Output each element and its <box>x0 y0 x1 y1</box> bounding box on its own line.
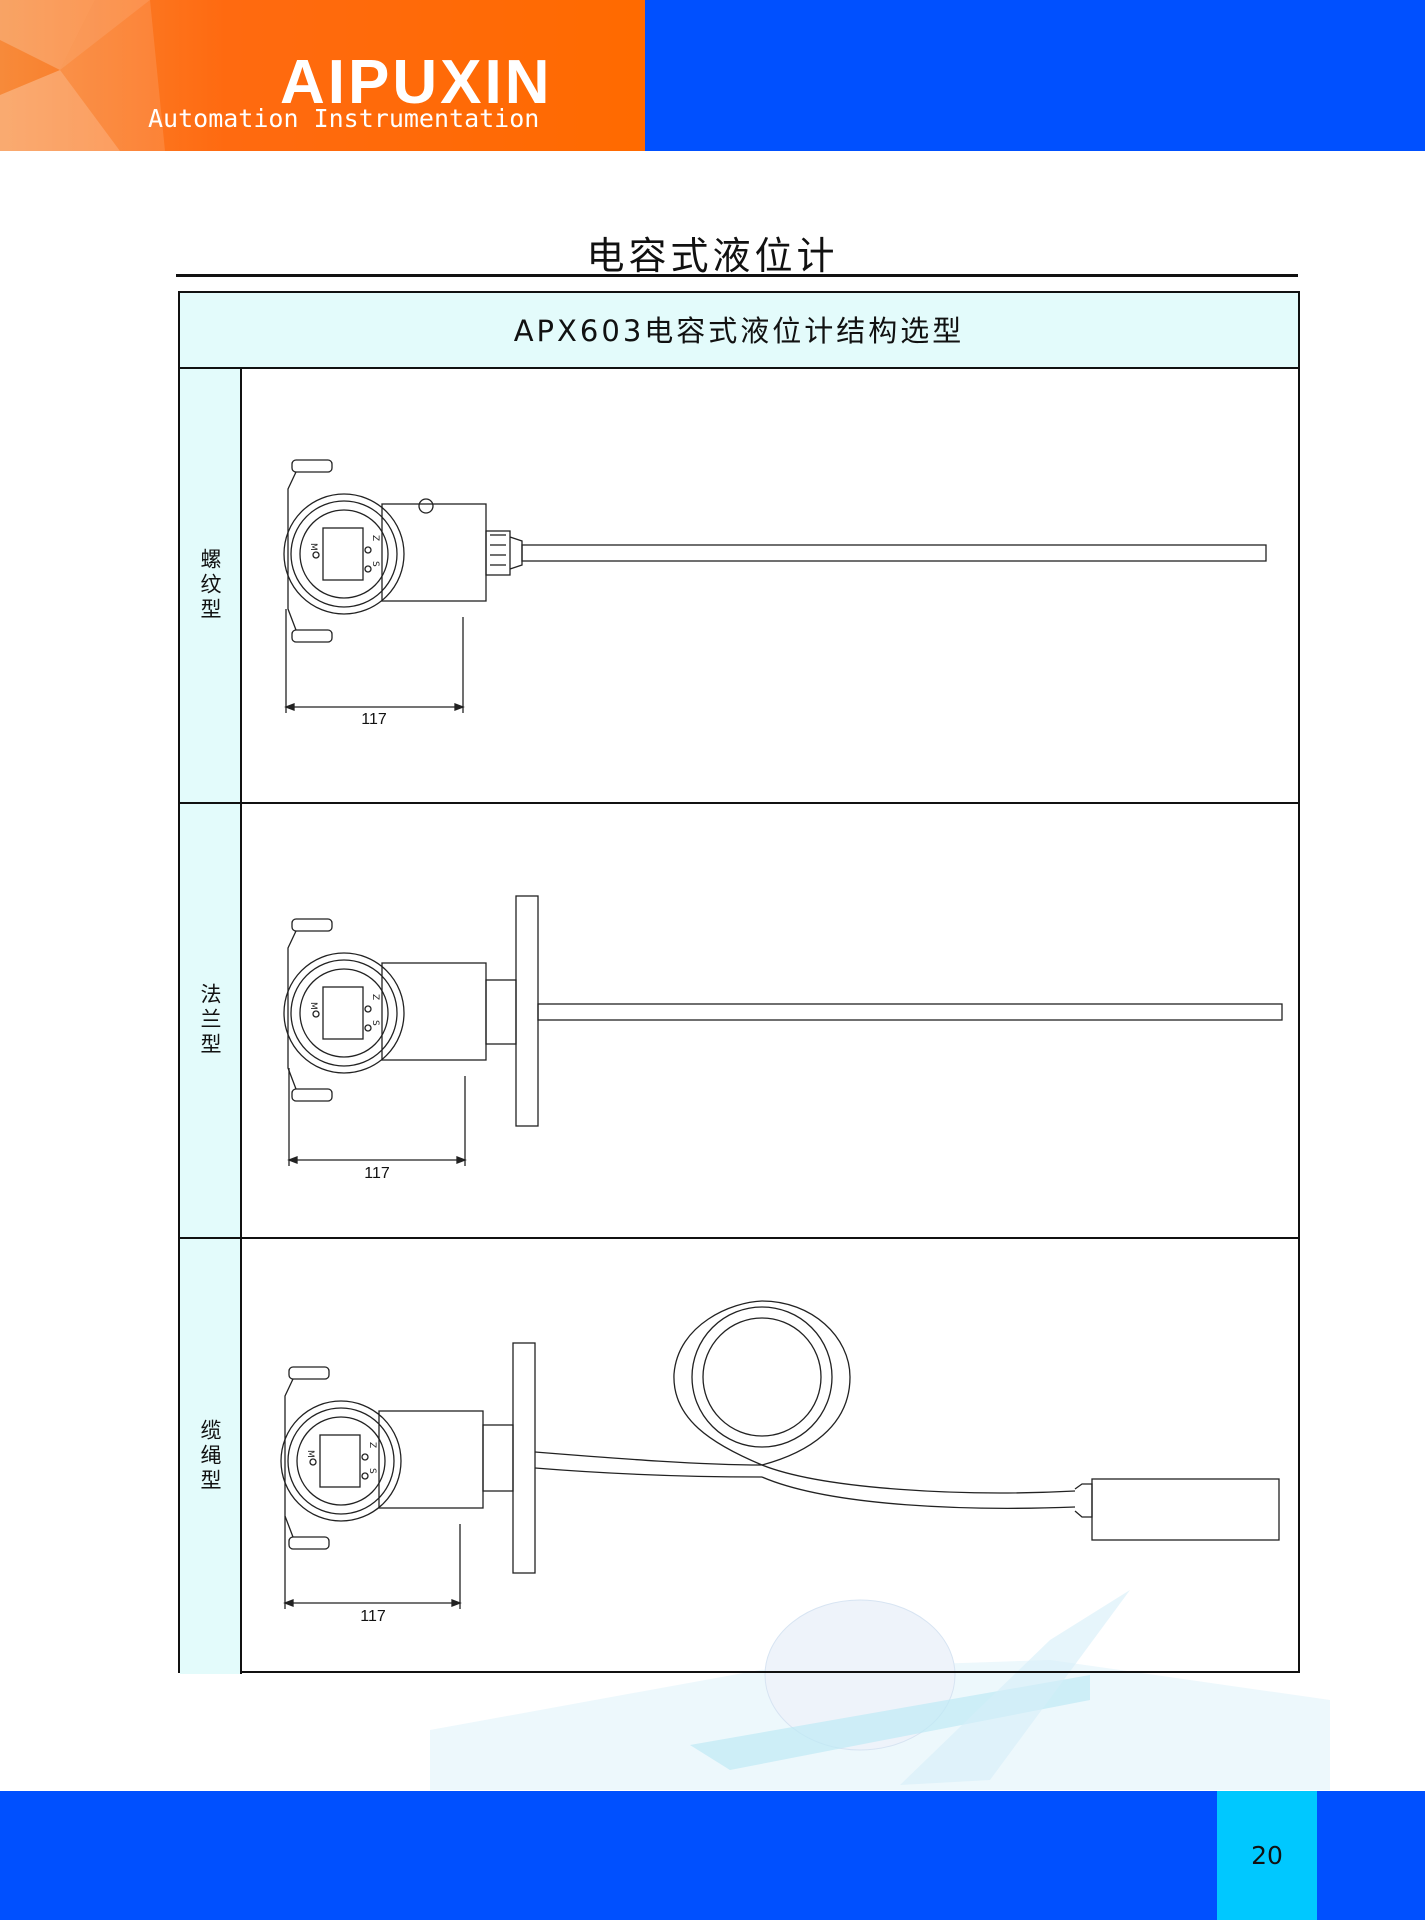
table-row-flange: 法兰型 M Z S <box>180 804 1298 1239</box>
threaded-connection <box>485 530 523 576</box>
transmitter-housing: M Z S <box>283 918 487 1102</box>
mark-z: Z <box>367 1442 377 1448</box>
dimension-label: 117 <box>364 1165 390 1182</box>
footer-bar: 20 <box>0 1791 1425 1920</box>
row-label: 螺纹型 <box>180 369 242 802</box>
transmitter-housing: M Z S <box>283 459 487 643</box>
mark-z: Z <box>370 535 380 541</box>
row-label-text: 缆绳型 <box>198 1419 222 1494</box>
flange-plate <box>515 895 539 1127</box>
page-number: 20 <box>1217 1791 1317 1920</box>
table-row-threaded: 螺纹型 M Z S <box>180 369 1298 804</box>
dimension-label: 117 <box>361 711 387 728</box>
flange-plate <box>512 1342 536 1574</box>
table-heading: APX603电容式液位计结构选型 <box>180 293 1298 369</box>
dimension-line <box>283 1516 462 1609</box>
row-label-text: 法兰型 <box>198 983 222 1058</box>
probe-rod <box>521 544 1267 562</box>
threaded-type-drawing: M Z S <box>242 369 1298 802</box>
row-label: 缆绳型 <box>180 1239 242 1674</box>
mark-z: Z <box>370 994 380 1000</box>
flange-type-drawing: M Z S 117 <box>242 804 1298 1237</box>
brand-facet-pattern <box>0 0 165 151</box>
mark-s: S <box>370 1020 380 1026</box>
structure-selection-table: APX603电容式液位计结构选型 螺纹型 M Z S <box>178 291 1300 1674</box>
flange-neck <box>485 979 517 1045</box>
cable-loop <box>534 1300 1076 1509</box>
page-title: 电容式液位计 <box>586 234 839 278</box>
probe-rod <box>537 1003 1283 1021</box>
dimension-label: 117 <box>360 1608 386 1625</box>
dimension-line <box>287 1068 467 1166</box>
title-divider <box>176 274 1298 277</box>
mark-m: M <box>308 543 318 551</box>
row-label: 法兰型 <box>180 804 242 1237</box>
cable-type-drawing: M Z S <box>242 1239 1298 1674</box>
transmitter-housing: M Z S <box>280 1366 484 1550</box>
table-row-cable: 缆绳型 M Z S <box>180 1239 1298 1674</box>
row-label-text: 螺纹型 <box>198 548 222 623</box>
mark-s: S <box>370 561 380 567</box>
mark-s: S <box>367 1468 377 1474</box>
flange-neck <box>482 1424 514 1492</box>
header-bar <box>645 0 1425 151</box>
cable-probe-weight <box>1074 1478 1280 1541</box>
mark-m: M <box>308 1002 318 1010</box>
brand-logo: AIPUXIN <box>280 48 553 117</box>
header-brand-panel: AIPUXIN Automation Instrumentation <box>0 0 645 151</box>
dimension-line <box>284 609 465 713</box>
brand-tagline: Automation Instrumentation <box>148 104 540 133</box>
mark-m: M <box>305 1450 315 1458</box>
